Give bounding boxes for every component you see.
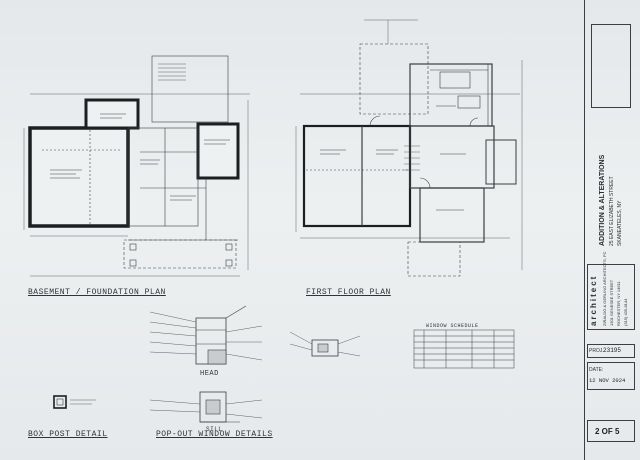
sheet-number: 2 OF 5 (595, 427, 620, 436)
title-block: ADDITION & ALTERATIONS 25 EAST ELIZABETH… (584, 0, 636, 460)
stamp-box (591, 24, 631, 108)
date-box (587, 362, 635, 390)
firm-name: architect (589, 274, 598, 326)
date-label: DATE: (589, 367, 604, 373)
project-title: ADDITION & ALTERATIONS (599, 154, 606, 246)
jamb-detail (289, 331, 361, 357)
basement-plan-title: BASEMENT / FOUNDATION PLAN (28, 288, 166, 297)
first-floor-plan-title: FIRST FLOOR PLAN (306, 288, 391, 297)
firm-line3: ROCHESTER, NY 14611 (616, 281, 621, 326)
proj-box (587, 344, 635, 358)
proj-value: 23195 (603, 347, 622, 354)
box-post-detail (53, 395, 96, 409)
popout-window-sill-detail (149, 391, 263, 423)
firm-phone: (315) 435-8144 (623, 298, 628, 326)
plan-drawings (23, 19, 523, 423)
sill-label: SILL (206, 426, 223, 433)
box-post-detail-title: BOX POST DETAIL (28, 430, 108, 439)
sheet-box (587, 420, 635, 442)
project-city: SKANEATELES, NY (617, 200, 623, 246)
date-value: 12 NOV 2024 (589, 377, 626, 384)
firm-line2: 1301 GENESEE STREET (609, 279, 614, 326)
popout-window-details-title: POP-OUT WINDOW DETAILS (156, 430, 273, 439)
basement-plan (23, 55, 250, 277)
first-floor-plan (295, 19, 523, 277)
project-address: 25 EAST ELIZABETH STREET (609, 176, 615, 246)
popout-window-head-detail (149, 305, 263, 365)
head-label: HEAD (200, 370, 219, 378)
proj-label: PROJ. (589, 348, 604, 354)
window-schedule-table (413, 329, 515, 369)
firm-box (587, 264, 635, 330)
window-schedule-title: WINDOW SCHEDULE (426, 323, 479, 329)
firm-line1: ZIRALDO & GERLING ARCHITECTS, PC (602, 251, 607, 326)
